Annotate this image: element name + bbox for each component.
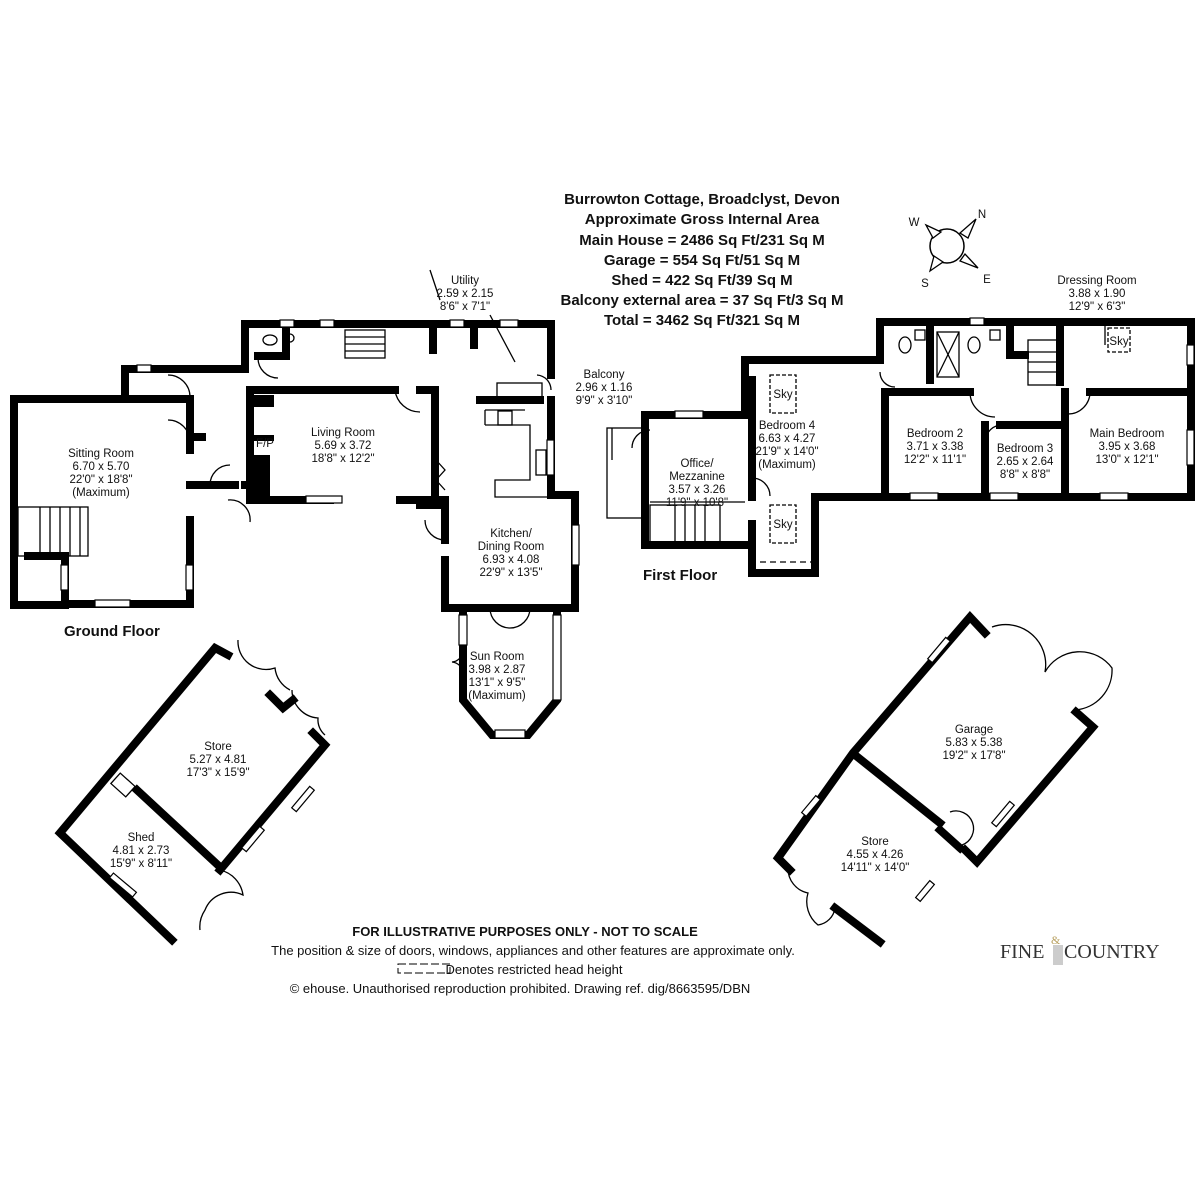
ground-floor-walls [10, 269, 580, 739]
skylight-label: Sky [1109, 336, 1128, 348]
bedroom2-imperial: 12'2" x 11'1" [904, 454, 966, 466]
property-title: Burrowton Cottage, Broadclyst, Devon [564, 191, 840, 208]
store2-metric: 4.55 x 4.26 [847, 849, 904, 861]
sitting-room-metric: 6.70 x 5.70 [73, 461, 130, 473]
area-summary: Burrowton Cottage, Broadclyst, Devon App… [560, 191, 843, 329]
skylight-label: Sky [773, 389, 792, 401]
dressing-room-name: Dressing Room [1057, 275, 1136, 287]
ground-floor-labels: Sitting Room 6.70 x 5.70 22'0" x 18'8" (… [64, 275, 544, 702]
kitchen-name: Kitchen/ [490, 528, 532, 540]
kitchen-name-2: Dining Room [478, 541, 544, 553]
fireplace-label: F/P [256, 438, 274, 450]
office-name-2: Mezzanine [669, 471, 725, 483]
first-floor-label: First Floor [643, 567, 717, 584]
sun-room-note: (Maximum) [468, 690, 526, 702]
disclaimer-heading: FOR ILLUSTRATIVE PURPOSES ONLY - NOT TO … [352, 924, 698, 939]
balcony-outline [606, 427, 646, 519]
utility-imperial: 8'6" x 7'1" [440, 301, 490, 313]
area-garage: Garage = 554 Sq Ft/51 Sq M [604, 252, 800, 269]
compass-s: S [921, 278, 929, 290]
disclaimer-text: The position & size of doors, windows, a… [271, 943, 795, 958]
main-bedroom-name: Main Bedroom [1090, 428, 1165, 440]
balcony-name: Balcony [584, 369, 625, 381]
garage-name: Garage [955, 724, 993, 736]
compass-n: N [978, 209, 986, 221]
shed-store-building: Store 5.27 x 4.81 17'3" x 15'9" Shed 4.8… [54, 639, 331, 946]
office-imperial: 11'9" x 10'8" [666, 497, 728, 509]
living-room-name: Living Room [311, 427, 375, 439]
area-total: Total = 3462 Sq Ft/321 Sq M [604, 312, 800, 329]
utility-metric: 2.59 x 2.15 [437, 288, 494, 300]
restricted-head-height-legend: Denotes restricted head height [445, 962, 622, 977]
restricted-head-height-legend-icon [397, 963, 451, 974]
fine-and-country-logo: FINE & COUNTRY [1000, 933, 1160, 965]
dressing-room-imperial: 12'9" x 6'3" [1069, 301, 1126, 313]
logo-text-fine: FINE [1000, 941, 1044, 963]
area-shed: Shed = 422 Sq Ft/39 Sq M [611, 272, 792, 289]
store-imperial: 17'3" x 15'9" [186, 767, 249, 779]
dressing-room-metric: 3.88 x 1.90 [1069, 288, 1126, 300]
garage-imperial: 19'2" x 17'8" [942, 750, 1005, 762]
sitting-room-note: (Maximum) [72, 487, 130, 499]
living-room-imperial: 18'8" x 12'2" [311, 453, 374, 465]
compass-w: W [909, 217, 920, 229]
sun-room-metric: 3.98 x 2.87 [469, 664, 526, 676]
compass-e: E [983, 274, 991, 286]
shed-metric: 4.81 x 2.73 [113, 845, 170, 857]
main-bedroom-imperial: 13'0" x 12'1" [1095, 454, 1158, 466]
logo-text-country: COUNTRY [1064, 941, 1160, 963]
shed-imperial: 15'9" x 8'11" [110, 858, 172, 870]
area-balcony: Balcony external area = 37 Sq Ft/3 Sq M [560, 292, 843, 309]
bedroom4-note: (Maximum) [758, 459, 816, 471]
bedroom4-name: Bedroom 4 [759, 420, 816, 432]
disclaimer: FOR ILLUSTRATIVE PURPOSES ONLY - NOT TO … [271, 924, 795, 996]
store2-imperial: 14'11" x 14'0" [841, 862, 910, 874]
kitchen-imperial: 22'9" x 13'5" [479, 567, 542, 579]
sun-room-imperial: 13'1" x 9'5" [469, 677, 526, 689]
bedroom3-imperial: 8'8" x 8'8" [1000, 469, 1050, 481]
sitting-room-imperial: 22'0" x 18'8" [69, 474, 132, 486]
first-floor-walls [606, 317, 1195, 577]
shed-name: Shed [128, 832, 155, 844]
garage-metric: 5.83 x 5.38 [946, 737, 1003, 749]
balcony-metric: 2.96 x 1.16 [576, 382, 633, 394]
office-metric: 3.57 x 3.26 [669, 484, 726, 496]
compass-icon: W N S E [909, 209, 992, 290]
skylight-label: Sky [773, 519, 792, 531]
logo-ampersand: & [1051, 933, 1061, 947]
copyright-text: © ehouse. Unauthorised reproduction proh… [290, 981, 751, 996]
store-name: Store [204, 741, 232, 753]
ground-floor-label: Ground Floor [64, 623, 160, 640]
bedroom4-metric: 6.63 x 4.27 [759, 433, 816, 445]
area-subtitle: Approximate Gross Internal Area [585, 211, 820, 228]
store-metric: 5.27 x 4.81 [190, 754, 247, 766]
bedroom3-metric: 2.65 x 2.64 [997, 456, 1055, 468]
bedroom4-imperial: 21'9" x 14'0" [755, 446, 818, 458]
living-room-metric: 5.69 x 3.72 [315, 440, 372, 452]
garage-store-building: Garage 5.83 x 5.38 19'2" x 17'8" Store 4… [772, 611, 1113, 948]
bedroom3-name: Bedroom 3 [997, 443, 1053, 455]
kitchen-metric: 6.93 x 4.08 [483, 554, 540, 566]
first-floor-labels: Sky Sky Sky Balcony 2.96 x 1.16 9'9" x 3… [576, 275, 1165, 584]
bedroom2-metric: 3.71 x 3.38 [907, 441, 964, 453]
area-main-house: Main House = 2486 Sq Ft/231 Sq M [579, 232, 825, 249]
bedroom2-name: Bedroom 2 [907, 428, 963, 440]
utility-name: Utility [451, 275, 479, 287]
sun-room-name: Sun Room [470, 651, 524, 663]
main-bedroom-metric: 3.95 x 3.68 [1099, 441, 1156, 453]
store2-name: Store [861, 836, 889, 848]
office-name: Office/ [680, 458, 714, 470]
balcony-imperial: 9'9" x 3'10" [576, 395, 633, 407]
sitting-room-name: Sitting Room [68, 448, 134, 460]
